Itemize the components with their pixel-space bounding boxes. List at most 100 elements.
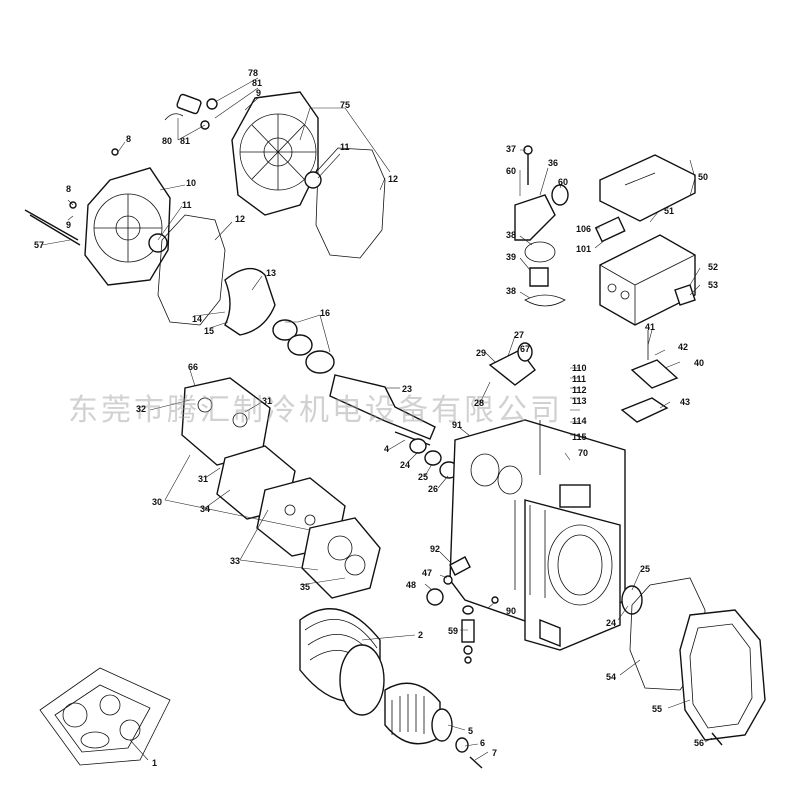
callout-56: 56 (694, 738, 704, 748)
callout-75: 75 (340, 100, 350, 110)
terminal-strip-106 (594, 216, 626, 243)
callout-91: 91 (452, 420, 462, 430)
callout-41: 41 (645, 322, 655, 332)
terminal-seat (559, 484, 591, 508)
terminal-box-body (599, 234, 696, 326)
motor-rotor (384, 682, 441, 745)
callout-25b: 25 (640, 564, 650, 574)
callout-8b: 8 (66, 184, 71, 194)
terminal-plate-40 (630, 359, 679, 389)
oil-heater-59 (461, 619, 475, 643)
callout-54: 54 (606, 672, 616, 682)
ring-24 (409, 438, 427, 454)
callout-114: 114 (572, 416, 587, 426)
part-group-motor-cover (621, 577, 766, 746)
callout-2: 2 (418, 630, 423, 640)
callout-24: 24 (400, 460, 410, 470)
plug-fitting (176, 93, 202, 115)
callout-26: 26 (428, 484, 438, 494)
callout-38b: 38 (506, 286, 516, 296)
callout-78: 78 (248, 68, 258, 78)
callout-106: 106 (576, 224, 591, 234)
callout-70: 70 (578, 448, 588, 458)
part-group-cylinder-head (181, 377, 381, 599)
callout-11b: 11 (182, 200, 192, 210)
callout-13: 13 (266, 268, 276, 278)
callout-5: 5 (468, 726, 473, 736)
callout-38: 38 (506, 230, 516, 240)
callout-37: 37 (506, 144, 516, 154)
crankshaft (329, 374, 436, 440)
leader-lines (41, 77, 713, 761)
callout-115: 115 (572, 432, 587, 442)
gasket-35 (301, 517, 381, 599)
callout-4: 4 (384, 444, 389, 454)
callout-42: 42 (678, 342, 688, 352)
rod-57 (24, 209, 79, 241)
oil-pump (224, 267, 276, 336)
gasket-43 (620, 397, 669, 423)
callout-53: 53 (708, 280, 718, 290)
callout-9: 9 (256, 88, 261, 98)
callout-36: 36 (548, 158, 558, 168)
callout-67: 67 (520, 344, 530, 354)
callout-51: 51 (664, 206, 674, 216)
part-group-oil-fittings (426, 556, 499, 664)
callout-31: 31 (262, 396, 272, 406)
callout-32: 32 (136, 404, 146, 414)
callout-23: 23 (402, 384, 412, 394)
callout-66: 66 (188, 362, 198, 372)
sight-glass-48 (426, 588, 444, 606)
callout-52: 52 (708, 262, 718, 272)
callout-110: 110 (572, 363, 587, 373)
callout-43: 43 (680, 397, 690, 407)
callout-7: 7 (492, 748, 497, 758)
callout-12b: 12 (235, 214, 245, 224)
callout-50: 50 (698, 172, 708, 182)
part-group-rear-cover (24, 91, 386, 336)
callout-81b: 81 (180, 136, 190, 146)
callout-60b: 60 (558, 177, 568, 187)
callout-10: 10 (186, 178, 196, 188)
callout-55: 55 (652, 704, 662, 714)
terminal-box-cover (599, 154, 696, 222)
callout-60: 60 (506, 166, 516, 176)
callout-30: 30 (152, 497, 162, 507)
callout-92: 92 (430, 544, 440, 554)
part-group-service-valve (488, 145, 569, 475)
callout-11: 11 (340, 142, 350, 152)
callout-1: 1 (152, 758, 157, 768)
clip-53 (674, 284, 696, 306)
callout-57: 57 (34, 240, 44, 250)
part-group-crankshaft (272, 319, 459, 479)
bearing-11-upper (304, 171, 322, 189)
part-group-gasket-set (39, 667, 171, 766)
callout-81: 81 (252, 78, 262, 88)
watermark-text: 东莞市腾汇制冷机电设备有限公司 (68, 393, 563, 428)
callout-48: 48 (406, 580, 416, 590)
callout-9b: 9 (66, 220, 71, 230)
end-cover-lower (84, 167, 171, 286)
bearing-11-lower (148, 233, 168, 253)
callout-16: 16 (320, 308, 330, 318)
callout-35: 35 (300, 582, 310, 592)
callout-labels: 78 81 9 75 80 81 8 11 12 10 8 9 11 57 12… (34, 68, 718, 768)
callout-80: 80 (162, 136, 172, 146)
callout-24b: 24 (606, 618, 616, 628)
callout-6: 6 (480, 738, 485, 748)
part-group-terminal-box (594, 154, 696, 423)
motor-cover-55 (679, 609, 766, 741)
callout-90: 90 (506, 606, 516, 616)
callout-31b: 31 (198, 474, 208, 484)
callout-28: 28 (474, 398, 484, 408)
callout-112: 112 (572, 385, 587, 395)
callout-12: 12 (388, 174, 398, 184)
callout-113: 113 (572, 396, 587, 406)
part-group-motor (299, 608, 483, 769)
gasket-upper (315, 147, 386, 259)
callout-40: 40 (694, 358, 704, 368)
callout-8: 8 (126, 134, 131, 144)
fitting-92 (449, 556, 471, 576)
gasket-54 (629, 577, 706, 691)
